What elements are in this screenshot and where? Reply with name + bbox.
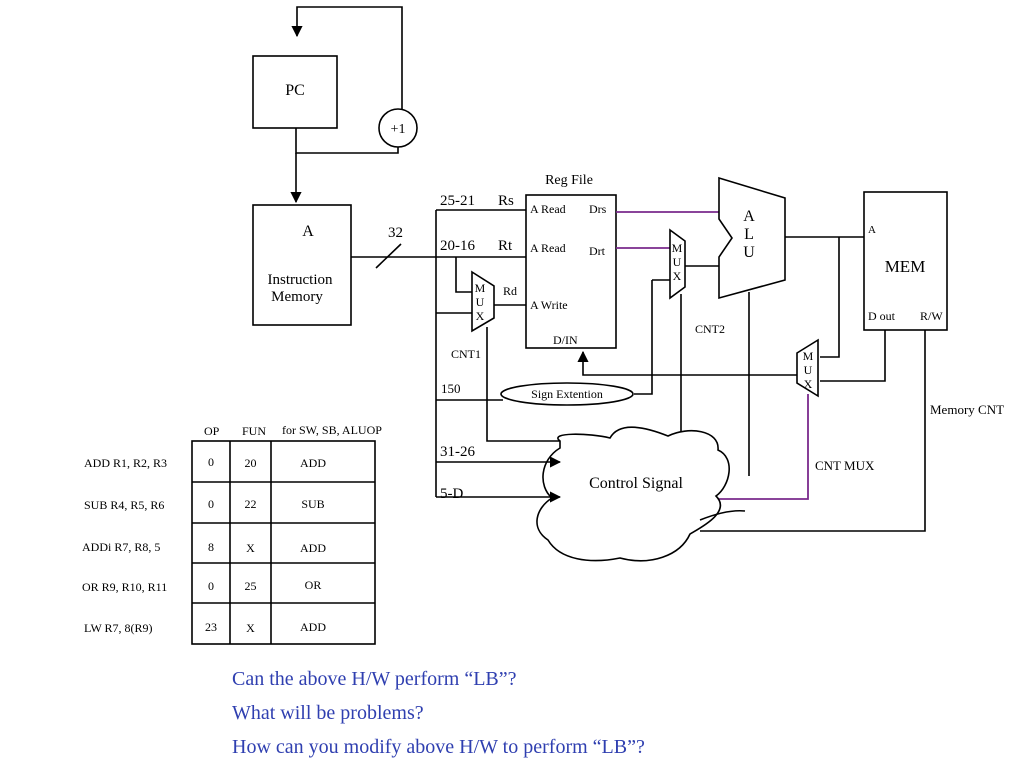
alu-letter-u: U (743, 244, 755, 261)
plus-one-label: +1 (391, 122, 406, 137)
regfile-din: D/IN (553, 333, 578, 347)
question-1: Can the above H/W perform “LB”? (232, 668, 517, 690)
mux3-letter-x: X (804, 377, 813, 391)
signext-to-mux-wire (634, 279, 670, 395)
table-row-5-fun: X (246, 621, 255, 635)
bus-width-label: 32 (388, 225, 403, 241)
memory-cnt-label: Memory CNT (930, 402, 1004, 417)
imem-label-line2: Memory (271, 289, 323, 305)
question-2: What will be problems? (232, 702, 424, 724)
table-row-3-fun: X (246, 541, 255, 555)
data-memory-box (863, 191, 948, 331)
mux2-letter-m: M (672, 241, 683, 255)
table-row-2-inst: SUB R4, R5, R6 (84, 498, 165, 512)
cnt1-wire (486, 327, 560, 442)
alu (718, 176, 786, 300)
write-addr-mux (471, 270, 495, 333)
table-row-5-inst: LW R7, 8(R9) (84, 621, 153, 635)
cnt1-label: CNT1 (451, 347, 481, 361)
wb-to-din-wire (577, 350, 797, 376)
table-row-1-inst: ADD R1, R2, R3 (84, 456, 168, 470)
writeback-mux (796, 338, 819, 398)
table-row-5-aluop: ADD (300, 620, 326, 634)
mem-a-label: A (868, 224, 876, 236)
instruction-memory-box (252, 204, 352, 326)
table-row-5-op: 23 (205, 620, 217, 634)
table-row-4-fun: 25 (244, 579, 257, 593)
question-3: How can you modify above H/W to perform … (232, 736, 645, 758)
bus-width-slash (375, 243, 402, 269)
table-row-4-inst: OR R9, R10, R11 (82, 580, 168, 594)
regfile-drt: Drt (589, 244, 606, 258)
mux2-letter-x: X (673, 269, 682, 283)
table-row-4-aluop: OR (304, 578, 322, 592)
cnt-mux-label: CNT MUX (815, 458, 875, 473)
rd-label: Rd (503, 284, 517, 298)
mux1-letter-u: U (476, 295, 485, 309)
table-row-2-aluop: SUB (301, 497, 325, 511)
table-grid (191, 440, 376, 645)
imem-a-label: A (302, 223, 314, 240)
rt-to-mux-wire (455, 257, 472, 293)
pc-to-adder-wire (295, 128, 399, 154)
mux1-letter-x: X (476, 309, 485, 323)
dout-to-wbmux-wire (820, 330, 886, 382)
rt-label: Rt (498, 238, 513, 254)
mux3-letter-m: M (803, 349, 814, 363)
pc-label: PC (285, 82, 305, 99)
mux2-letter-u: U (673, 255, 682, 269)
mux1-letter-m: M (475, 281, 486, 295)
table-row-4-op: 0 (208, 579, 214, 593)
cnt-mux-wire (712, 394, 809, 500)
mem-title: MEM (885, 257, 926, 276)
control-signal-label: Control Signal (589, 475, 683, 492)
table-row-3-aluop: ADD (300, 541, 326, 555)
rt-bits-label: 20-16 (440, 238, 475, 254)
pc-box (252, 55, 338, 129)
table-header-fun: FUN (242, 424, 267, 438)
imm-label: 150 (441, 381, 461, 396)
table-row-1-aluop: ADD (300, 456, 326, 470)
questions-block: Can the above H/W perform “LB”? What wil… (232, 662, 645, 764)
table-header-op: OP (204, 424, 220, 438)
regfile-aread1: A Read (530, 202, 566, 216)
mux3-letter-u: U (804, 363, 813, 377)
control-cloud-tail (699, 509, 746, 521)
regfile-awrite: A Write (530, 298, 568, 312)
rs-label: Rs (498, 193, 514, 209)
cnt2-label: CNT2 (695, 322, 725, 336)
regfile-drs: Drs (589, 202, 607, 216)
imem-label-line1: Instruction (268, 272, 333, 288)
rs-bits-label: 25-21 (440, 193, 475, 209)
sign-ext-label: Sign Extention (531, 387, 603, 401)
control-signal-unit (536, 426, 730, 562)
alu-src-mux (669, 228, 686, 300)
table-row-3-inst: ADDi R7, R8, 5 (82, 540, 161, 554)
table-row-1-op: 0 (208, 455, 214, 469)
pc-loop-wire (291, 6, 403, 128)
table-row-3-op: 8 (208, 540, 214, 554)
mem-rw-label: R/W (920, 309, 943, 323)
memory-cnt-wire (700, 330, 926, 532)
alu-letter-a: A (743, 208, 755, 225)
regfile-title: Reg File (545, 173, 593, 188)
table-header-aluop: for SW, SB, ALUOP (282, 423, 382, 437)
table-row-2-fun: 22 (244, 497, 257, 511)
mem-dout-label: D out (868, 309, 896, 323)
register-file-box (525, 194, 617, 349)
sign-extension-unit (500, 382, 634, 406)
regfile-aread2: A Read (530, 241, 566, 255)
table-row-2-op: 0 (208, 497, 214, 511)
fun-bits-label: 5-D (440, 486, 463, 502)
alu-to-wbmux-wire (820, 237, 840, 358)
alu-letter-l: L (744, 226, 754, 243)
table-row-1-fun: 20 (244, 456, 257, 470)
op-bits-label: 31-26 (440, 444, 475, 460)
